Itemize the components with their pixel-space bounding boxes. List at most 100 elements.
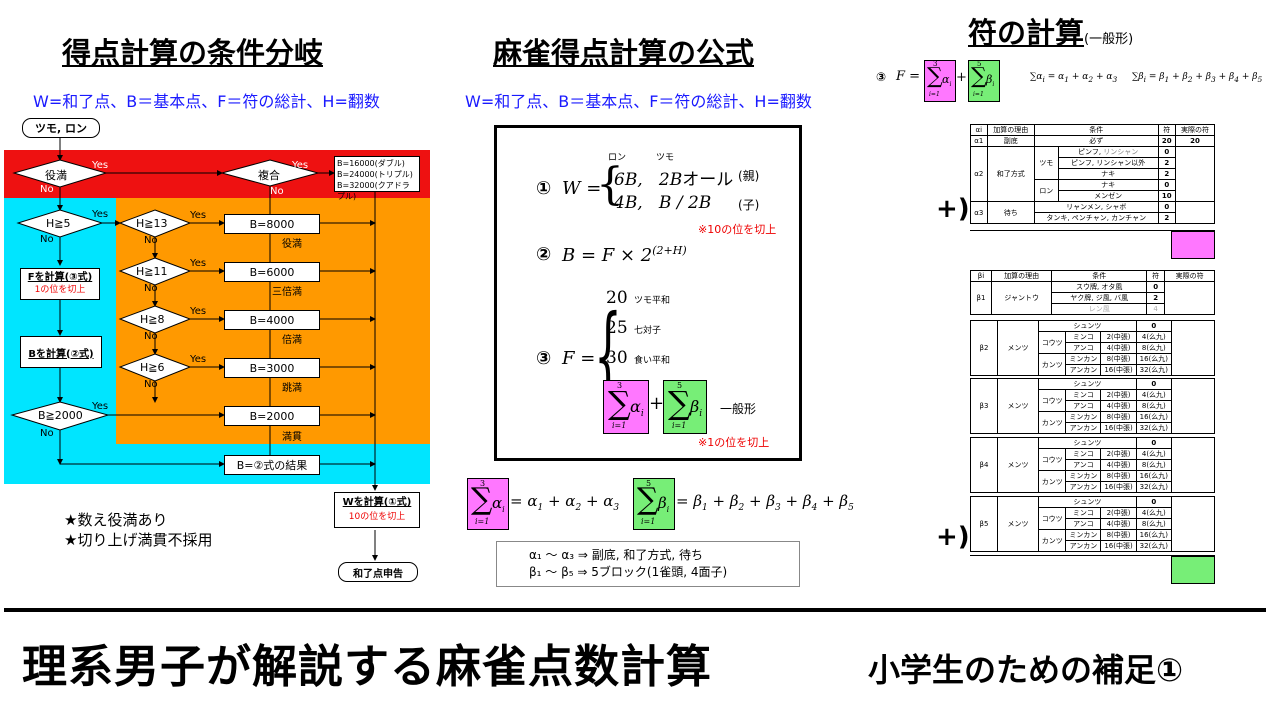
fukugo-decision [220, 159, 320, 187]
f-calc-box: Fを計算(③式) 1の位を切上 [20, 268, 100, 300]
h13-label: H≧13 [136, 217, 168, 230]
no-label: No [40, 184, 54, 195]
mangan-label: 満貫 [282, 432, 302, 443]
beta-cell [1171, 437, 1215, 493]
beta-header-cell: βi [970, 270, 992, 282]
beta-cell: 0 [1135, 496, 1173, 508]
final-node: 和了点申告 [338, 562, 418, 582]
eq1-lhs: W = [562, 178, 602, 199]
b2000-decision [10, 401, 110, 431]
tsumo-label: ツモ [656, 153, 675, 163]
b8000-box: B=8000 [224, 214, 320, 234]
beta-cell: 2(中張) [1100, 331, 1137, 343]
alpha-cell: α2 [970, 146, 988, 202]
fukugo-result-box: B=16000(ダブル) B=24000(トリプル) B=32000(クアドラプ… [334, 156, 420, 201]
beta-cell: スウ牌, オタ風 [1051, 281, 1148, 293]
alpha-cell: 和了方式 [986, 146, 1035, 202]
f-calc-note: 1の位を切上 [34, 285, 86, 295]
sanbaiman-label: 三倍満 [272, 287, 302, 298]
fu-title-wrap: 符の計算(一般形) [968, 10, 1133, 52]
beta-cell: シュンツ [1038, 320, 1137, 332]
beta-sum-box: 5 ∑ βi i=1 [663, 380, 707, 434]
h11-label: H≧11 [136, 265, 168, 278]
beta-cell [1171, 378, 1215, 434]
fu-20: 20 [606, 288, 628, 308]
formula-title: 麻雀得点計算の公式 [493, 36, 755, 70]
beta-cell: メンツ [997, 496, 1039, 552]
eq1-row2: 4B, B / 2B [614, 193, 712, 213]
banner-divider [4, 608, 1266, 612]
flowchart-notes: ★数え役満あり ★切り上げ満貫不採用 [64, 510, 212, 550]
beta-cell: 2(中張) [1100, 507, 1137, 519]
yes-label: Yes [190, 258, 207, 269]
h11-decision [118, 257, 192, 286]
alpha-cell [1174, 201, 1216, 224]
beta-cell: 4(么九) [1135, 389, 1173, 401]
beta-expansion-box: 5 ∑ βi i=1 [633, 478, 675, 530]
beta-sum-line [970, 555, 1215, 556]
fu-eq-number: ③ [876, 70, 887, 84]
eq1-brace: { [596, 159, 624, 210]
beta-cell: 4(么九) [1135, 448, 1173, 460]
beta-header-cell: 加算の理由 [990, 270, 1053, 282]
fukugo-double: B=16000(ダブル) [337, 159, 405, 168]
beta-cell: β3 [970, 378, 998, 434]
beta-cell: 16(么九) [1135, 411, 1173, 423]
beta-cell: ミンカン [1065, 353, 1102, 365]
no-label: No [144, 379, 158, 390]
general-label: 一般形 [720, 402, 757, 416]
beta-cell: 4(中張) [1100, 400, 1137, 412]
beta-cell: 4(么九) [1135, 507, 1173, 519]
alpha-cell: 20 [1174, 135, 1216, 147]
beta-cell: ミンコ [1065, 331, 1102, 343]
w-calc-note: 10の位を切上 [348, 512, 406, 522]
alpha-cell: 副底 [986, 135, 1035, 147]
beta-expansion: = β1 + β2 + β3 + β4 + β5 [676, 492, 854, 513]
beta-cell: 32(么九) [1135, 481, 1173, 493]
beta-cell: アンカン [1065, 540, 1102, 552]
beta-cell: 8(中張) [1100, 470, 1137, 482]
beta-cell: 8(中張) [1100, 353, 1137, 365]
beta-cell: β4 [970, 437, 998, 493]
yes-label: Yes [292, 160, 309, 171]
beta-cell: β1 [970, 281, 992, 315]
beta-cell: アンコ [1065, 342, 1102, 354]
beta-cell: 32(么九) [1135, 422, 1173, 434]
eq3-number: ③ [536, 348, 552, 369]
beta-cell: 16(么九) [1135, 353, 1173, 365]
no-label: No [270, 186, 284, 197]
b4000-box: B=4000 [224, 310, 320, 330]
beta-cell: 16(么九) [1135, 470, 1173, 482]
fu-20-label: ツモ平和 [634, 296, 671, 306]
fu-beta-expansion: ∑βi = β1 + β2 + β3 + β4 + β5 [1132, 72, 1263, 84]
formula-legend: W=和了点、B＝基本点、F＝符の総計、H=翻数 [465, 92, 812, 111]
alpha-cell [1174, 146, 1216, 202]
w-calc-box: Wを計算(①式) 10の位を切上 [334, 492, 420, 528]
beta-cell: 16(么九) [1135, 529, 1173, 541]
beta-cell: ミンコ [1065, 507, 1102, 519]
eq3-note: ※1の位を切上 [698, 436, 770, 449]
beta-cell: β2 [970, 320, 998, 376]
alpha-header-cell: αi [970, 124, 988, 136]
beta-cell [1171, 320, 1215, 376]
fu-alpha-expansion: ∑αi = α1 + α2 + α3 [1030, 72, 1118, 84]
yes-label: Yes [190, 306, 207, 317]
fukugo-triple: B=24000(トリプル) [337, 170, 413, 179]
banner-subtitle: 小学生のための補足① [868, 651, 1184, 689]
beta-cell: 4 [1146, 303, 1166, 315]
eq1-oya: (親) [738, 169, 760, 183]
beta-cell: 16(中張) [1100, 481, 1137, 493]
fu-25-label: 七対子 [634, 326, 662, 336]
alpha-cell: ピンフ, リンシャン以外 [1057, 157, 1159, 169]
formula-box [494, 125, 802, 461]
plus-sign: + [649, 393, 665, 414]
beta-cell: カンツ [1037, 353, 1067, 376]
yes-label: Yes [190, 210, 207, 221]
h8-label: H≧8 [140, 313, 165, 326]
alpha-cell: 2 [1157, 212, 1176, 224]
h6-decision [118, 353, 192, 382]
beta-cell: ミンカン [1065, 470, 1102, 482]
yes-label: Yes [92, 160, 109, 171]
beta-cell: 0 [1135, 378, 1173, 390]
